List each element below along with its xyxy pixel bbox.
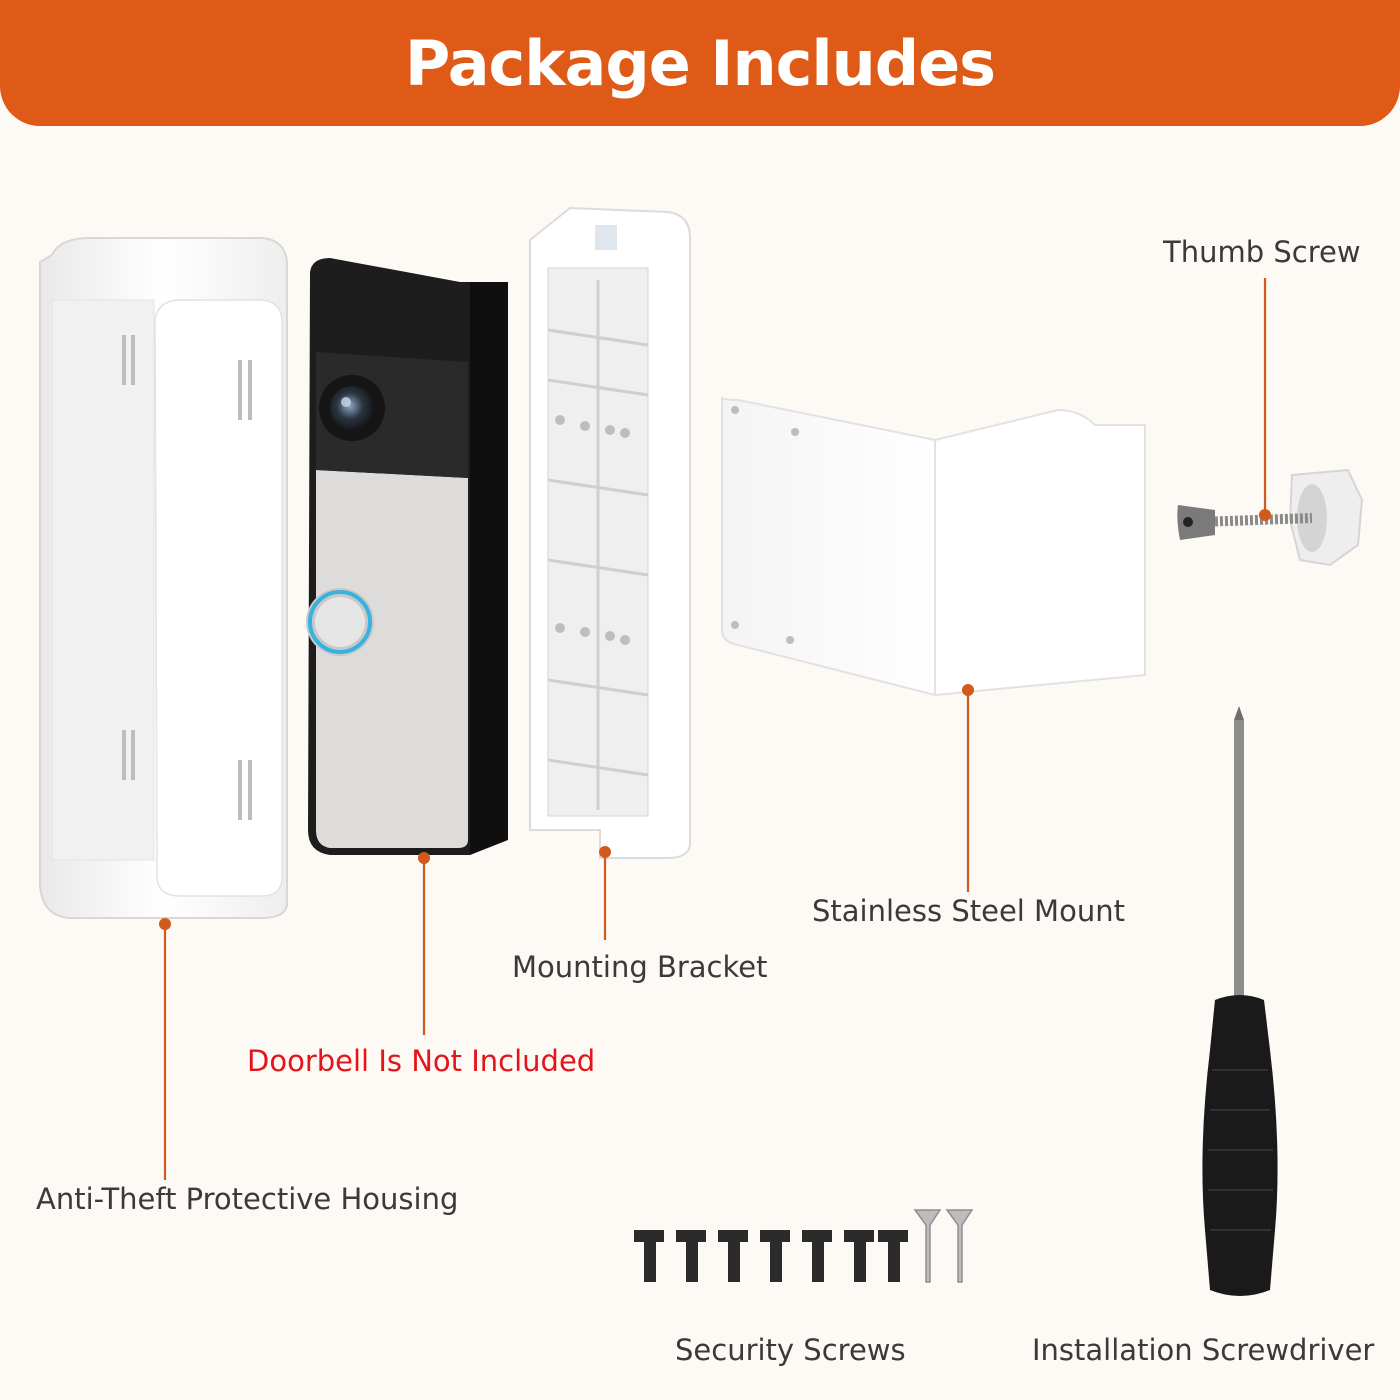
- page-title: Package Includes: [404, 26, 996, 100]
- security-screws-image: [634, 1209, 974, 1283]
- screwdriver-label: Installation Screwdriver: [1032, 1333, 1375, 1367]
- mounting-bracket-label: Mounting Bracket: [512, 950, 768, 984]
- stainless-steel-mount-image: [721, 396, 1146, 697]
- doorbell-image: [306, 258, 508, 855]
- thumb-screw-label: Thumb Screw: [1163, 235, 1361, 269]
- housing-label: Anti-Theft Protective Housing: [36, 1182, 459, 1216]
- protective-housing-image: [39, 237, 288, 919]
- leader-lines: [159, 278, 1271, 1180]
- screwdriver-image: [1202, 706, 1278, 1296]
- stainless-steel-mount-label: Stainless Steel Mount: [812, 894, 1125, 928]
- thumb-screw-image: [1177, 468, 1364, 567]
- security-screws-label: Security Screws: [675, 1333, 906, 1367]
- mounting-bracket-image: [529, 206, 691, 859]
- doorbell-not-included-label: Doorbell Is Not Included: [247, 1044, 596, 1078]
- header-banner: Package Includes: [0, 0, 1400, 126]
